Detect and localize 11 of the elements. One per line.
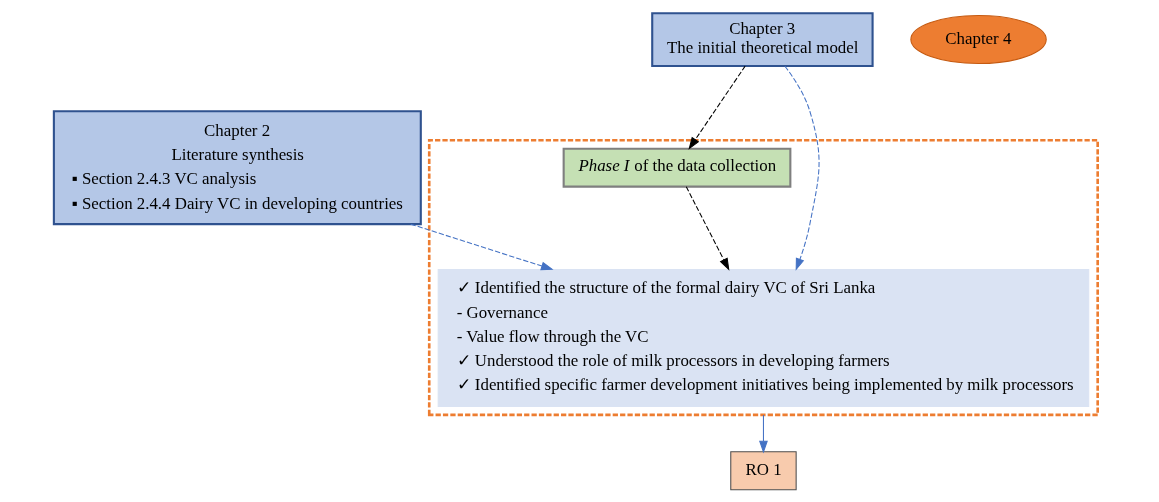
node-box: Phase I of the data collection <box>562 147 791 188</box>
node-box: Chapter 3 The initial theoretical model <box>650 11 874 67</box>
node-box: ✓ Identified the structure of the formal dairy VC of Sri Lanka - Governance - Value flow through the VC ✓ Understood the role of milk processors in developing farmers ✓ Identified specific farmer development initiatives being implemented by milk processors <box>437 268 1089 407</box>
arrow <box>685 185 729 271</box>
node-box: RO 1 <box>729 450 797 490</box>
arrow <box>783 65 820 271</box>
arrow <box>687 65 746 150</box>
arrow <box>758 413 768 453</box>
node-ellipse: Chapter 4 <box>909 14 1047 64</box>
arrow <box>409 223 554 270</box>
node-box: Chapter 2 Literature synthesis ▪ Section 2.4.3 VC analysis ▪ Section 2.4.4 Dairy VC in developing countries <box>52 109 422 225</box>
